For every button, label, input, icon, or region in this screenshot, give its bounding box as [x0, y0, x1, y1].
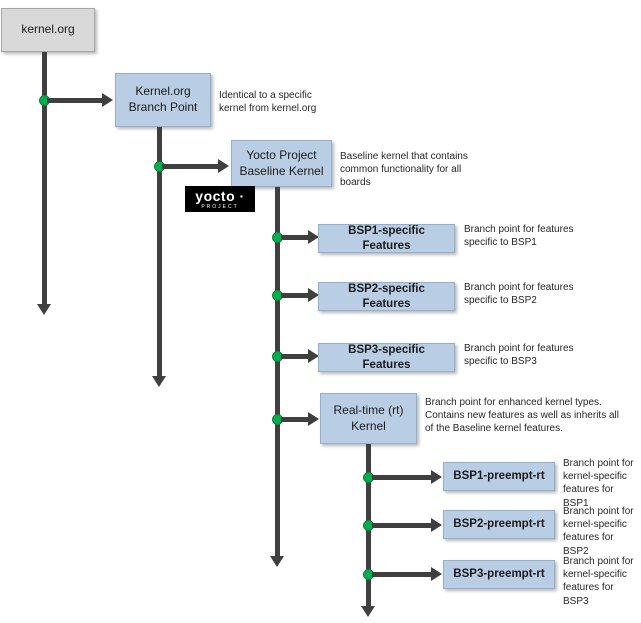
trunk-line-kernel-org: [42, 52, 47, 305]
branch-arrow-line: [281, 417, 309, 422]
branch-arrow-line: [281, 354, 309, 359]
node-bsp3-features: BSP3-specific Features: [318, 343, 455, 372]
node-rt-kernel: Real-time (rt) Kernel: [320, 393, 417, 444]
arrowhead-right-icon: [308, 412, 319, 426]
node-bsp3-preempt-rt: BSP3-preempt-rt: [443, 560, 555, 589]
yocto-logo-text: yocto ·: [195, 187, 245, 204]
node-yocto-baseline-kernel: Yocto Project Baseline Kernel: [231, 140, 332, 187]
branch-arrow-line: [162, 164, 219, 169]
arrowhead-down-icon: [37, 304, 51, 315]
node-bsp1-features: BSP1-specific Features: [318, 224, 455, 253]
trunk-line-baseline: [275, 187, 280, 557]
node-bsp2-features: BSP2-specific Features: [318, 282, 455, 311]
branch-arrow-line: [47, 98, 103, 103]
arrowhead-right-icon: [308, 349, 319, 363]
arrowhead-down-icon: [361, 606, 375, 617]
branch-arrow-line: [372, 523, 432, 528]
branch-arrow-line: [372, 475, 432, 480]
arrowhead-right-icon: [308, 288, 319, 302]
note-bsp1-features: Branch point for features specific to BS…: [464, 224, 574, 249]
node-kernel-org: kernel.org: [1, 8, 95, 52]
note-baseline-kernel: Baseline kernel that contains common fun…: [340, 151, 468, 189]
node-kernel-org-branch-point: Kernel.org Branch Point: [115, 73, 211, 127]
arrowhead-right-icon: [431, 470, 442, 484]
arrowhead-right-icon: [308, 230, 319, 244]
yocto-project-logo: yocto · PROJECT: [185, 186, 255, 212]
note-bsp3-features: Branch point for features specific to BS…: [464, 343, 574, 368]
arrowhead-right-icon: [102, 93, 113, 107]
arrowhead-right-icon: [218, 159, 229, 173]
branch-arrow-line: [281, 235, 309, 240]
note-bsp1-preempt-rt: Branch point for kernel-specific feature…: [563, 458, 634, 509]
node-bsp1-preempt-rt: BSP1-preempt-rt: [443, 462, 555, 491]
branch-arrow-line: [372, 572, 432, 577]
note-branch-point: Identical to a specific kernel from kern…: [219, 90, 317, 115]
arrowhead-right-icon: [431, 518, 442, 532]
arrowhead-down-icon: [152, 376, 166, 387]
arrowhead-right-icon: [431, 567, 442, 581]
yocto-logo-subtext: PROJECT: [201, 203, 239, 210]
trunk-line-branch-point: [157, 127, 162, 377]
note-bsp3-preempt-rt: Branch point for kernel-specific feature…: [563, 556, 634, 607]
branch-arrow-line: [281, 293, 309, 298]
note-rt-kernel: Branch point for enhanced kernel types. …: [425, 397, 619, 435]
note-bsp2-features: Branch point for features specific to BS…: [464, 282, 574, 307]
node-bsp2-preempt-rt: BSP2-preempt-rt: [443, 510, 555, 539]
arrowhead-down-icon: [270, 556, 284, 567]
note-bsp2-preempt-rt: Branch point for kernel-specific feature…: [563, 506, 634, 557]
